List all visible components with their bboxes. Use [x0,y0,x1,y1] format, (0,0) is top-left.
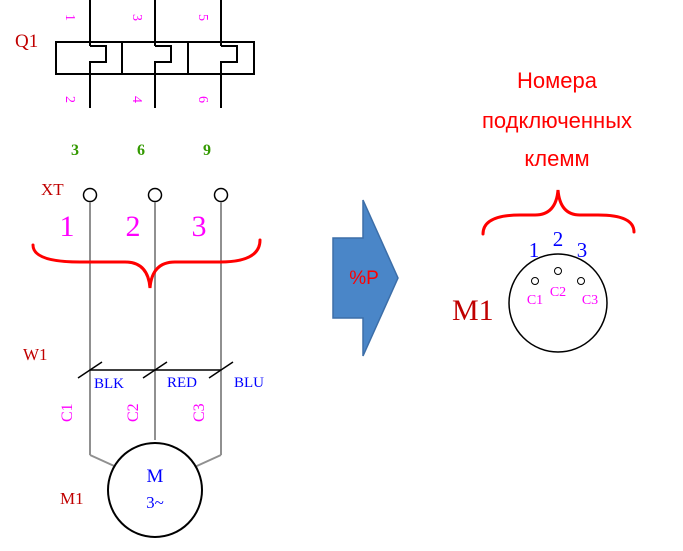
terminal-bottom-2: 2 [62,96,77,103]
transform-arrow: %P [332,199,399,357]
motor-symbol [107,442,203,538]
terminal-bottom-4: 4 [129,96,144,103]
wire-number-3: 3 [71,142,79,159]
cable-w1 [77,361,234,379]
terminal-bottom-6: 6 [195,96,210,103]
pin-c2 [554,267,562,275]
wire-color-labels: BLK RED BLU [94,375,264,392]
motor-m-letter: M [147,466,164,487]
right-number-3: 3 [577,238,588,262]
terminal-top-1: 1 [62,14,77,21]
right-schematic: Номера подключенных клемм 1 2 3 C1 C2 C3… [452,68,636,353]
breaker-q1 [55,0,255,108]
terminal-numbers: 1 2 3 [60,210,207,243]
wire-color-blu: BLU [234,375,264,391]
connector-pins [531,267,585,285]
wire-color-blk: BLK [94,376,124,392]
terminal-number-2: 2 [126,210,141,243]
cable-label: W1 [23,345,48,364]
terminal-block-label: XT [41,180,64,199]
terminal-top-5: 5 [195,14,210,21]
caption: Номера подключенных клемм [482,68,632,171]
pin-labels: C1 C2 C3 [527,285,598,308]
terminal-top-3: 3 [129,14,144,21]
pin-label-c1: C1 [527,293,543,308]
terminal-brace [31,238,262,289]
arrow-shape [332,199,399,357]
right-number-1: 1 [529,238,540,262]
motor-wire-labels: C1 C2 C3 [59,403,208,422]
wire-numbers: 3 6 9 [71,142,211,159]
right-motor-label: M1 [452,294,494,327]
caption-line-3: клемм [524,146,589,171]
wire-color-red: RED [167,375,197,391]
motor-label: M1 [60,489,84,508]
pin-c1 [531,277,539,285]
breaker-terminals-top: 1 3 5 [62,14,210,21]
pin-c3 [577,277,585,285]
breaker-terminals-bottom: 2 4 6 [62,96,210,103]
terminal-number-3: 3 [192,210,207,243]
motor-wire-c2: C2 [125,403,142,422]
pin-label-c3: C3 [582,293,598,308]
caption-brace [481,189,636,236]
xt-terminal-3 [213,187,229,203]
breaker-label: Q1 [15,31,38,52]
motor-wire-c1: C1 [59,403,76,422]
wire-number-6: 6 [137,142,145,159]
arrow-label: %P [349,268,379,289]
caption-line-2: подключенных [482,108,632,133]
terminal-number-1: 1 [60,210,75,243]
right-number-2: 2 [553,227,564,251]
xt-terminal-2 [147,187,163,203]
xt-terminals [82,187,229,203]
caption-line-1: Номера [517,68,598,93]
motor-wire-c3: C3 [191,403,208,422]
xt-terminal-1 [82,187,98,203]
motor-phase: 3~ [146,493,164,512]
pin-label-c2: C2 [550,285,566,300]
terminal-numbers-right: 1 2 3 [529,227,588,262]
wire-number-9: 9 [203,142,211,159]
left-schematic: Q1 1 3 5 2 4 6 3 6 9 XT 1 2 3 [15,0,264,538]
